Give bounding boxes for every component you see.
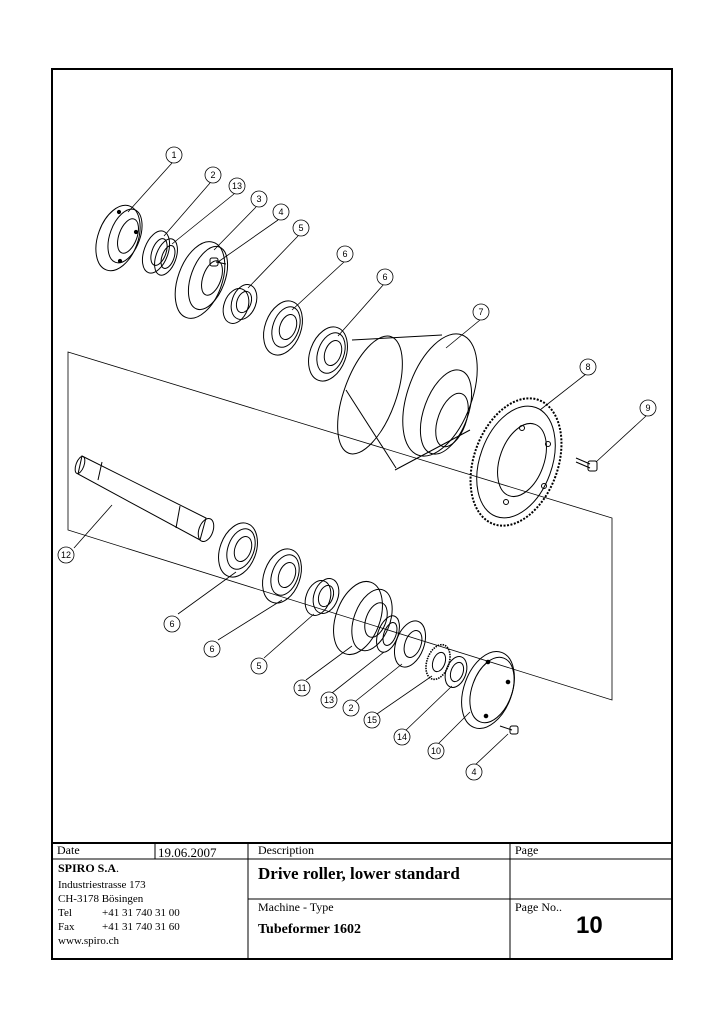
callout-label-11: 11	[297, 683, 306, 693]
part-6-bearing-lower-a	[218, 522, 258, 578]
description-label: Description	[258, 843, 314, 857]
callout-label-2: 2	[210, 170, 215, 180]
callout-circle-14	[393, 728, 411, 746]
callout-circle-11	[293, 679, 311, 697]
callout-circle-4	[465, 763, 483, 781]
callout-circle-1	[165, 146, 183, 164]
company-name-text: SPIRO S.A	[58, 861, 117, 875]
title-block-grid	[52, 843, 672, 959]
callout-label-12: 12	[61, 550, 71, 560]
company-name-suffix: .	[116, 861, 120, 875]
assembly-plane-outline	[67, 351, 613, 701]
tel-value: +41 31 740 31 00	[102, 907, 180, 919]
part-5-bushing-lower	[304, 578, 340, 616]
tel-label: Tel	[58, 907, 72, 919]
date-label: Date	[57, 843, 80, 857]
part-5-bushing-upper	[222, 284, 258, 324]
part-7-drum	[337, 333, 478, 471]
callout-label-13: 13	[324, 695, 334, 705]
callout-circle-2	[342, 699, 360, 717]
callout-circle-13	[320, 691, 338, 709]
part-12-shaft	[74, 455, 215, 543]
part-6-bearing-upper-a	[263, 300, 303, 356]
callout-label-6: 6	[169, 619, 174, 629]
callout-label-6: 6	[209, 644, 214, 654]
callout-circle-6	[203, 640, 221, 658]
part-13-seal-upper	[154, 238, 178, 276]
part-6-bearing-lower-b	[262, 548, 302, 604]
callout-circle-8	[579, 358, 597, 376]
page-label: Page	[515, 843, 539, 857]
part-1-flange	[95, 204, 143, 272]
callout-label-6: 6	[342, 249, 347, 259]
callout-label-7: 7	[478, 307, 483, 317]
callout-label-13: 13	[232, 181, 242, 191]
callout-label-2: 2	[348, 703, 353, 713]
page-no: 10	[576, 912, 603, 939]
part-11-flange-lower	[333, 581, 393, 655]
part-8-gear	[469, 397, 563, 527]
company-street: Industriestrasse 173	[58, 879, 146, 891]
part-10-cover-disc	[461, 651, 515, 729]
callout-label-8: 8	[585, 362, 590, 372]
machine-type-label: Machine - Type	[258, 900, 334, 914]
part-2-seal-lower	[393, 620, 427, 668]
callout-circle-15	[363, 711, 381, 729]
callout-label-5: 5	[298, 223, 303, 233]
callout-label-4: 4	[471, 767, 476, 777]
fax-value: +41 31 740 31 60	[102, 921, 180, 933]
callout-circle-6	[376, 268, 394, 286]
callout-label-15: 15	[367, 715, 377, 725]
part-9-screw	[575, 457, 598, 472]
part-2-seal-upper	[141, 230, 171, 274]
company-website: www.spiro.ch	[58, 935, 119, 947]
callout-circle-5	[250, 657, 268, 675]
company-city: CH-3178 Bösingen	[58, 893, 144, 905]
callout-circle-2	[204, 166, 222, 184]
drawing-frame	[51, 68, 673, 960]
part-3-cover-plate	[174, 241, 229, 319]
callout-label-3: 3	[256, 194, 261, 204]
callout-label-1: 1	[171, 150, 176, 160]
part-4-screw-lower	[499, 725, 519, 735]
callout-circle-12	[57, 546, 75, 564]
machine-type: Tubeformer 1602	[258, 922, 362, 937]
page-no-label: Page No..	[515, 900, 562, 914]
leader-lines	[73, 162, 647, 767]
callout-circle-3	[250, 190, 268, 208]
callout-circle-4	[272, 203, 290, 221]
callout-label-14: 14	[397, 732, 407, 742]
callout-circle-9	[639, 399, 657, 417]
callout-label-4: 4	[278, 207, 283, 217]
date-value: 19.06.2007	[158, 845, 217, 860]
callout-label-9: 9	[645, 403, 650, 413]
company-name: SPIRO S.A.	[58, 861, 119, 876]
part-description: Drive roller, lower standard	[258, 864, 460, 883]
callout-label-10: 10	[431, 746, 441, 756]
callout-circle-5	[292, 219, 310, 237]
callout-circle-6	[336, 245, 354, 263]
part-6-bearing-upper-b	[308, 326, 348, 382]
callout-circle-10	[427, 742, 445, 760]
callout-label-6: 6	[382, 272, 387, 282]
fax-label: Fax	[58, 921, 75, 933]
callout-circle-6	[163, 615, 181, 633]
callout-circle-7	[472, 303, 490, 321]
callout-label-5: 5	[256, 661, 261, 671]
callout-circle-13	[228, 177, 246, 195]
